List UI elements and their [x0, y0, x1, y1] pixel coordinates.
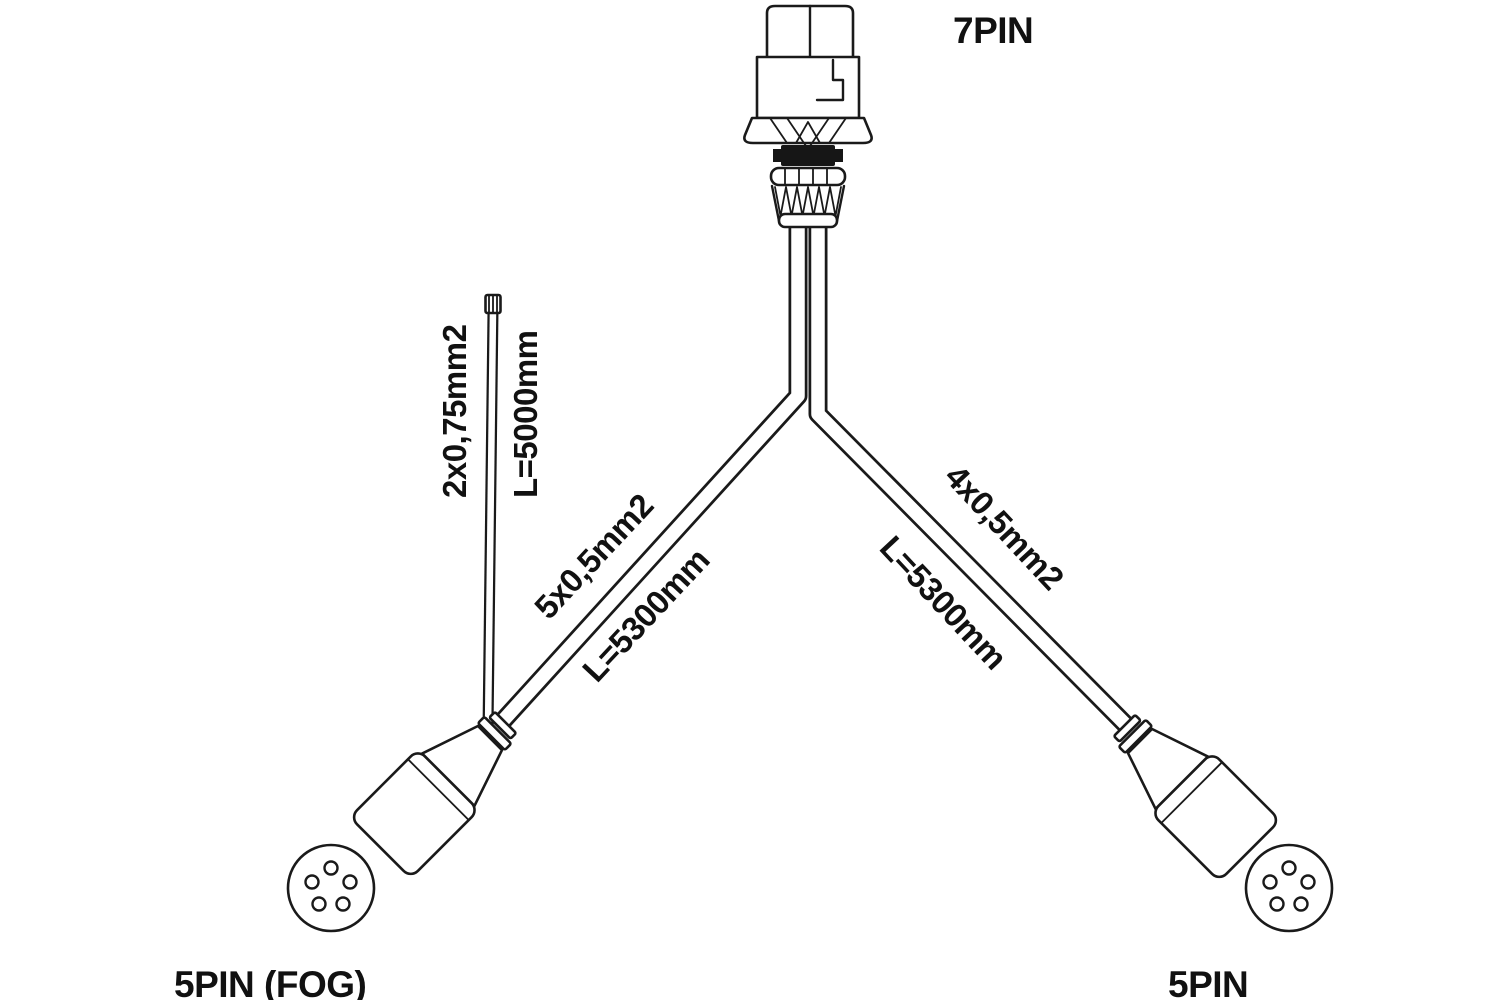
- pin-hole: [323, 860, 339, 876]
- fog-wire: [482, 293, 502, 731]
- pin-hole: [1281, 860, 1297, 876]
- pin-hole: [1300, 874, 1316, 890]
- pin-hole: [335, 896, 351, 912]
- right-cable: [808, 224, 1139, 738]
- left-5pin-connector: [352, 711, 517, 876]
- left-connector-face: [286, 843, 376, 933]
- label-right-connector: 5PIN: [1168, 964, 1248, 1000]
- right-connector-face: [1244, 843, 1334, 933]
- label-fog-wire-length: L=5000mm: [507, 330, 544, 498]
- 7pin-connector: [743, 4, 873, 229]
- pin-hole: [1293, 896, 1309, 912]
- right-5pin-connector: [1113, 714, 1278, 879]
- label-left-connector: 5PIN (FOG): [174, 964, 366, 1000]
- fog-wire-end-cap: [484, 293, 502, 315]
- label-7pin: 7PIN: [953, 10, 1033, 51]
- label-fog-wire-spec: 2x0,75mm2: [436, 324, 473, 498]
- left-cable: [492, 224, 808, 731]
- pin-hole: [1269, 896, 1285, 912]
- pin-hole: [342, 874, 358, 890]
- pin-hole: [311, 896, 327, 912]
- pin-hole: [1262, 874, 1278, 890]
- pin-hole: [304, 874, 320, 890]
- label-right-cable-spec: 4x0,5mm2: [938, 458, 1071, 597]
